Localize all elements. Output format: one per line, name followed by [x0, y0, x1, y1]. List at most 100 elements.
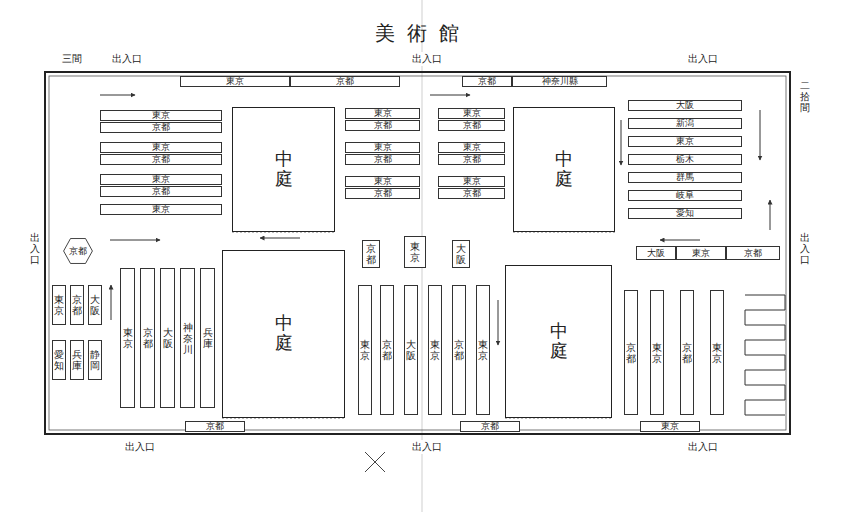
- plan-title: 美術館: [0, 20, 845, 47]
- booth-label: 神奈川縣: [542, 77, 578, 86]
- exhibit-booth: 東京: [100, 174, 222, 185]
- exhibit-booth: 愛知: [52, 340, 66, 380]
- exhibit-booth: 京都: [380, 285, 394, 415]
- booth-label: 京都: [478, 77, 496, 86]
- booth-label: 京都: [72, 294, 82, 316]
- entrance-label: 出入口: [688, 52, 718, 66]
- entrance-label: 出入口: [412, 440, 442, 454]
- entrance-label: 出入口: [412, 52, 442, 66]
- booth-label: 京都: [744, 249, 762, 258]
- exhibit-booth: 京都: [362, 240, 380, 268]
- booth-label: 京都: [69, 247, 87, 256]
- exhibit-booth: 神奈川: [180, 268, 195, 408]
- exhibit-booth: 大阪: [404, 285, 418, 415]
- booth-label: 京都: [382, 339, 392, 361]
- booth-label: 大阪: [647, 249, 665, 258]
- exhibit-booth: 東京: [640, 421, 700, 432]
- exhibit-booth: 京都: [345, 154, 420, 165]
- exhibit-booth: 京都: [345, 188, 420, 199]
- booth-label: 東京: [374, 177, 392, 186]
- booth-label: 静岡: [90, 349, 100, 371]
- booth-label: 新潟: [676, 119, 694, 128]
- booth-label: 東京: [410, 241, 420, 263]
- exhibit-booth: 東京: [100, 142, 222, 153]
- exhibit-booth: 新潟: [628, 118, 742, 129]
- booth-label: 東京: [152, 111, 170, 120]
- booth-label: 愛知: [676, 209, 694, 218]
- exhibit-booth: 愛知: [628, 208, 742, 219]
- booth-label: 岐阜: [676, 191, 694, 200]
- exhibit-booth: 京都: [624, 290, 638, 415]
- exhibit-booth: 大阪: [628, 100, 742, 111]
- booth-label: 東京: [374, 109, 392, 118]
- booth-label: 栃木: [676, 155, 694, 164]
- exhibit-booth: 京都: [680, 290, 694, 415]
- exhibit-booth: 東京: [345, 108, 420, 119]
- courtyard-label: 中庭: [550, 322, 568, 362]
- booth-label: 京都: [481, 422, 499, 431]
- booth-label: 京都: [626, 342, 636, 364]
- booth-label: 京都: [152, 155, 170, 164]
- booth-label: 東京: [676, 137, 694, 146]
- courtyard: 中庭: [232, 107, 335, 232]
- booth-label: 群馬: [676, 173, 694, 182]
- hexagon-booth: 京都: [63, 238, 93, 264]
- booth-label: 神奈川: [183, 322, 193, 355]
- exhibit-booth: 京都: [100, 154, 222, 165]
- exhibit-booth: 東京: [438, 142, 505, 153]
- exhibit-booth: 京都: [185, 421, 245, 432]
- exhibit-booth: 東京: [345, 176, 420, 187]
- exhibit-booth: 京都: [438, 154, 505, 165]
- exhibit-booth: 東京: [52, 285, 66, 325]
- exhibit-booth: 群馬: [628, 172, 742, 183]
- entrance-label: 出入口: [30, 232, 40, 265]
- booth-label: 京都: [152, 123, 170, 132]
- entrance-label: 出入口: [688, 440, 718, 454]
- exhibit-booth: 京都: [70, 285, 84, 325]
- booth-label: 大阪: [676, 101, 694, 110]
- booth-label: 東京: [661, 422, 679, 431]
- entrance-label: 出入口: [125, 440, 155, 454]
- booth-label: 京都: [374, 121, 392, 130]
- exhibit-booth: 京都: [438, 120, 505, 131]
- exhibit-booth: 東京: [676, 246, 726, 260]
- booth-label: 東京: [430, 339, 440, 361]
- booth-label: 愛知: [54, 349, 64, 371]
- booth-label: 東京: [478, 339, 488, 361]
- exhibit-booth: 京都: [462, 76, 512, 87]
- booth-label: 大阪: [163, 327, 173, 349]
- booth-label: 大阪: [456, 243, 466, 265]
- booth-label: 京都: [682, 342, 692, 364]
- exhibit-booth: 兵庫: [200, 268, 215, 408]
- booth-label: 東京: [463, 177, 481, 186]
- exhibit-booth: 東京: [438, 108, 505, 119]
- exhibit-booth: 大阪: [636, 246, 676, 260]
- dimension-label: 二拾間: [800, 80, 810, 113]
- exhibit-booth: 東京: [650, 290, 664, 415]
- exhibit-booth: 東京: [180, 76, 290, 87]
- booth-label: 東京: [54, 294, 64, 316]
- exhibit-booth: 京都: [438, 188, 505, 199]
- booth-label: 京都: [152, 187, 170, 196]
- booth-label: 京都: [366, 243, 376, 265]
- exhibit-booth: 東京: [710, 290, 724, 415]
- exhibit-booth: 東京: [476, 285, 490, 415]
- entrance-label: 出入口: [800, 232, 810, 265]
- courtyard: 中庭: [513, 107, 615, 232]
- exhibit-booth: 大阪: [160, 268, 175, 408]
- courtyard-label: 中庭: [555, 150, 573, 190]
- exhibit-booth: 京都: [140, 268, 155, 408]
- exhibit-booth: 東京: [428, 285, 442, 415]
- exhibit-booth: 神奈川縣: [512, 76, 607, 87]
- exhibit-booth: 京都: [100, 122, 222, 133]
- dimension-label: 三間: [62, 52, 82, 66]
- exhibit-booth: 東京: [120, 268, 135, 408]
- exhibit-booth: 京都: [726, 246, 780, 260]
- exhibit-booth: 東京: [628, 136, 742, 147]
- exhibit-booth: 京都: [452, 285, 466, 415]
- booth-label: 東京: [152, 205, 170, 214]
- exhibit-booth: 静岡: [88, 340, 102, 380]
- booth-label: 兵庫: [72, 349, 82, 371]
- exhibit-booth: 東京: [438, 176, 505, 187]
- booth-label: 大阪: [406, 339, 416, 361]
